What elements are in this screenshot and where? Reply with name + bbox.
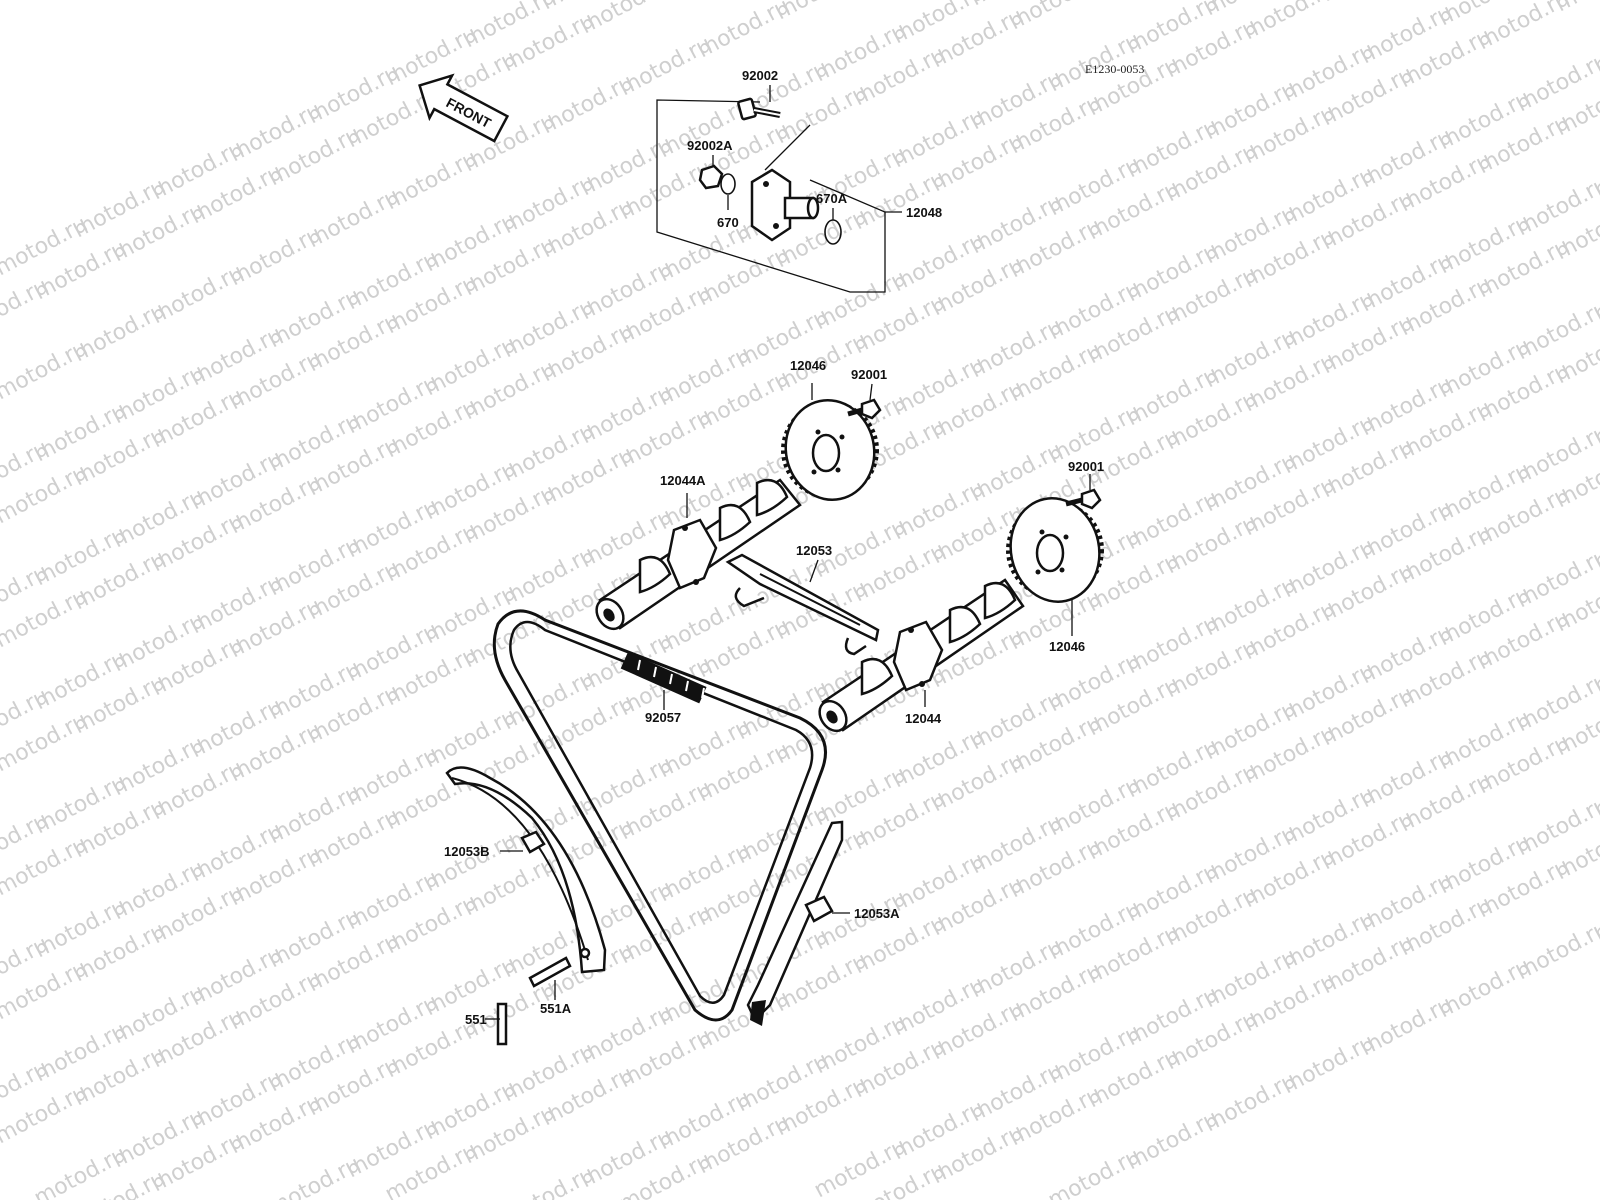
label-12046-top: 12046 xyxy=(790,358,826,373)
camshaft-12044 xyxy=(818,578,1025,733)
bolt-92001-top xyxy=(847,398,882,420)
watermark-text: motod.ru xyxy=(771,0,872,25)
chain-guide-12053 xyxy=(725,553,880,656)
cam-chain-92057 xyxy=(492,609,827,1022)
watermark-text: motod.ru xyxy=(654,0,755,1)
sprocket-12046-top xyxy=(781,398,879,502)
watermark-text: motod.ru xyxy=(1512,916,1600,985)
label-551a: 551A xyxy=(540,1001,572,1016)
pin-551a xyxy=(528,956,572,988)
label-12048: 12048 xyxy=(906,205,942,220)
chain-guide-12053a xyxy=(746,820,844,1026)
watermark-text: motod.ru xyxy=(1005,0,1106,35)
label-92002: 92002 xyxy=(742,68,778,83)
label-670: 670 xyxy=(717,215,739,230)
watermark-text: motod.ru xyxy=(1239,0,1340,45)
watermark-text: motod.ru xyxy=(576,0,677,39)
pin-551 xyxy=(496,1002,508,1046)
bolt-92002 xyxy=(737,97,781,121)
label-92001-top: 92001 xyxy=(851,367,887,382)
label-92001-right: 92001 xyxy=(1068,459,1104,474)
label-551: 551 xyxy=(465,1012,487,1027)
label-12053b: 12053B xyxy=(444,844,490,859)
bolt-92001-right xyxy=(1065,488,1102,510)
label-12044: 12044 xyxy=(905,711,942,726)
tensioner-assembly xyxy=(656,85,902,293)
label-92057: 92057 xyxy=(645,710,681,725)
drawing-code: E1230-0053 xyxy=(1085,62,1144,76)
label-12046-right: 12046 xyxy=(1049,639,1085,654)
watermark-text: motod.ru xyxy=(1317,0,1418,7)
label-12053a: 12053A xyxy=(854,906,900,921)
tensioner-body xyxy=(750,168,820,242)
sprocket-12046-right xyxy=(1006,497,1104,603)
label-92002a: 92002A xyxy=(687,138,733,153)
label-12053: 12053 xyxy=(796,543,832,558)
label-670a: 670A xyxy=(816,191,848,206)
callout-labels: 92002 92002A 670 670A 12048 12046 92001 … xyxy=(444,68,1104,1027)
oring-670 xyxy=(720,173,736,195)
label-12044a: 12044A xyxy=(660,473,706,488)
nut-92002a xyxy=(698,164,724,190)
front-arrow-shape xyxy=(418,73,510,143)
camshaft-12044a xyxy=(595,478,802,631)
chain-guide-12053b xyxy=(445,766,607,974)
